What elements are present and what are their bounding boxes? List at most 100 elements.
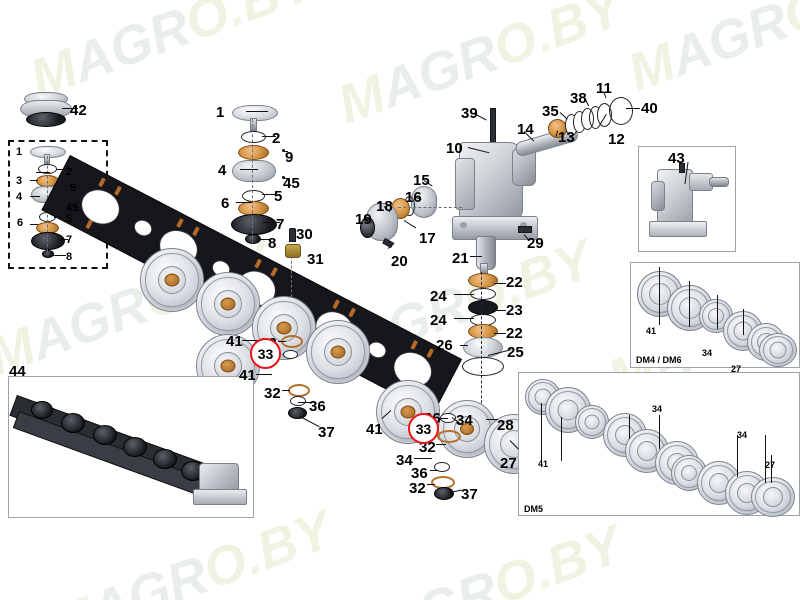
callout-26: 26 [436, 337, 453, 354]
callout-43: 43 [668, 150, 685, 167]
callout-30: 30 [296, 226, 313, 243]
callout-4: 4 [218, 162, 227, 179]
leader [60, 239, 68, 240]
leader [436, 444, 446, 445]
leader [427, 484, 435, 485]
callout-13: 13 [558, 129, 575, 146]
callout-31: 31 [307, 251, 324, 268]
callout-37: 37 [318, 424, 335, 441]
callout-11: 11 [596, 80, 612, 97]
watermark: MAGRO.BY [373, 514, 630, 600]
callout-7: 7 [276, 216, 285, 233]
callout-27: 27 [500, 455, 517, 472]
leader [454, 318, 474, 319]
leader [52, 255, 66, 256]
callout-DM4 / DM6: DM4 / DM6 [636, 355, 682, 365]
callout-36: 36 [309, 398, 326, 415]
leader [36, 172, 50, 173]
callout-22: 22 [506, 325, 523, 342]
leader [626, 108, 640, 109]
callout-40: 40 [641, 100, 658, 117]
callout-16: 16 [405, 189, 422, 206]
leader [62, 206, 70, 207]
callout-5: 5 [274, 188, 283, 205]
leader [62, 186, 70, 187]
leader [438, 418, 448, 419]
highlighted-callout-33[interactable]: 33 [250, 338, 281, 369]
leader [298, 402, 310, 403]
callout-39: 39 [461, 105, 478, 122]
callout-34: 34 [456, 412, 473, 429]
callout-9: 9 [70, 182, 77, 194]
callout-32: 32 [264, 385, 281, 402]
leader [54, 217, 66, 218]
leader [494, 283, 506, 284]
leader [494, 310, 506, 311]
callout-29: 29 [527, 235, 544, 252]
leader [242, 340, 258, 341]
callout-32: 32 [409, 480, 426, 497]
callout-17: 17 [419, 230, 436, 247]
callout-37: 37 [461, 486, 478, 503]
leader [486, 419, 498, 420]
leader [403, 220, 417, 229]
leader [284, 151, 288, 152]
callout-41: 41 [646, 326, 657, 336]
leader [414, 458, 432, 459]
leader [236, 202, 252, 203]
callout-7: 7 [66, 234, 73, 246]
callout-25: 25 [507, 344, 524, 361]
callout-19: 19 [355, 211, 372, 228]
callout-2: 2 [272, 130, 281, 147]
leader [454, 294, 474, 295]
callout-34: 34 [737, 430, 748, 440]
callout-1: 1 [216, 104, 225, 121]
callout-27: 27 [765, 460, 776, 470]
inset-panel-44 [8, 376, 254, 518]
callout-9: 9 [285, 149, 294, 166]
callout-34: 34 [652, 404, 663, 414]
leader [262, 194, 276, 195]
highlighted-callout-33[interactable]: 33 [408, 413, 439, 444]
callout-10: 10 [446, 140, 463, 157]
inset-panel-dm4-dm6 [630, 262, 800, 368]
callout-12: 12 [608, 131, 625, 148]
callout-45: 45 [66, 202, 79, 214]
callout-4: 4 [16, 191, 23, 203]
callout-27: 27 [731, 364, 742, 374]
callout-22: 22 [506, 274, 523, 291]
callout-41: 41 [366, 421, 383, 438]
callout-45: 45 [283, 175, 300, 192]
callout-41: 41 [239, 367, 256, 384]
watermark: MAGRO.BY [22, 0, 322, 110]
leader [278, 341, 286, 342]
leader [258, 239, 270, 240]
leader [246, 111, 268, 112]
callout-DM5: DM5 [524, 504, 544, 514]
leader [30, 224, 38, 225]
callout-5: 5 [66, 213, 73, 225]
callout-15: 15 [413, 172, 430, 189]
callout-8: 8 [66, 251, 73, 263]
callout-18: 18 [376, 198, 393, 215]
callout-8: 8 [268, 235, 277, 252]
callout-14: 14 [517, 121, 534, 138]
callout-2: 2 [66, 166, 73, 178]
callout-1: 1 [16, 146, 23, 158]
gear [195, 271, 261, 337]
leader [30, 180, 38, 181]
callout-41: 41 [538, 459, 549, 469]
callout-24: 24 [430, 312, 447, 329]
callout-42: 42 [70, 102, 87, 119]
leader [282, 390, 290, 391]
callout-34: 34 [396, 452, 413, 469]
leader [30, 196, 40, 197]
callout-6: 6 [221, 195, 230, 212]
callout-20: 20 [391, 253, 408, 270]
gear [305, 319, 371, 385]
callout-41: 41 [226, 333, 243, 350]
leader [262, 136, 276, 137]
callout-36: 36 [411, 465, 428, 482]
watermark: MAGRO.BY [620, 0, 800, 104]
leader [460, 345, 468, 346]
